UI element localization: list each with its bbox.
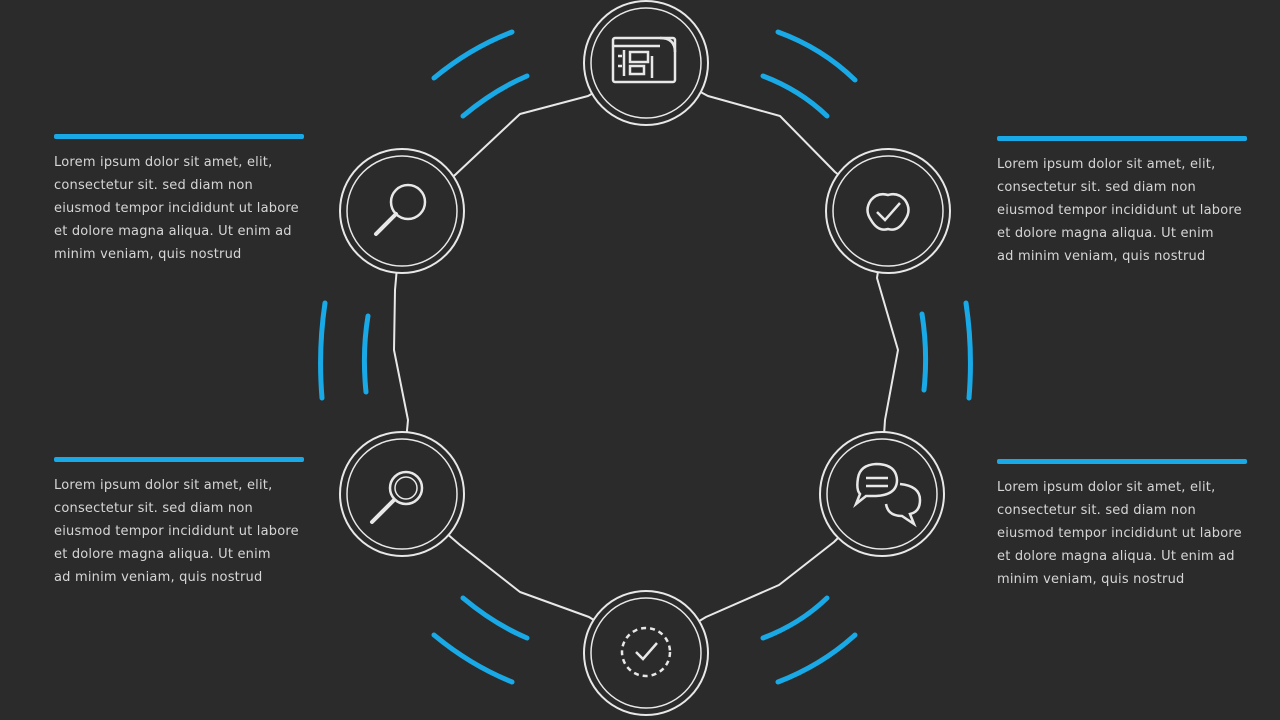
description-line: et dolore magna aliqua. Ut enim: [54, 547, 271, 562]
arc-top-left-outer: [431, 29, 515, 81]
blueprint-icon: [611, 36, 677, 84]
arc-bottom-right-inner: [760, 595, 830, 641]
arc-top-right-outer: [775, 29, 858, 83]
text-block-top-right: Lorem ipsum dolor sit amet, elit, consec…: [997, 136, 1247, 268]
node-upper-left: [339, 148, 465, 274]
arc-left-outer: [318, 300, 328, 401]
description-line: consectetur sit. sed diam non: [54, 178, 253, 193]
description-line: Lorem ipsum dolor sit amet, elit,: [54, 478, 273, 493]
description-line: minim veniam, quis nostrud: [54, 247, 242, 262]
description-line: consectetur sit. sed diam non: [997, 180, 1196, 195]
description-line: eiusmod tempor incididunt ut labore: [997, 526, 1242, 541]
magnifier-icon: [374, 183, 427, 236]
node-lower-left: [339, 431, 465, 557]
description-line: eiusmod tempor incididunt ut labore: [997, 203, 1242, 218]
description-line: Lorem ipsum dolor sit amet, elit,: [54, 155, 273, 170]
node-bottom: [583, 590, 709, 716]
arc-bottom-left-outer: [431, 632, 515, 685]
node-top: [583, 0, 709, 126]
accent-bar: [54, 457, 304, 462]
description-line: et dolore magna aliqua. Ut enim ad: [54, 224, 292, 239]
arc-bottom-right-outer: [775, 632, 858, 685]
arc-right-inner: [919, 311, 929, 393]
description: Lorem ipsum dolor sit amet, elit, consec…: [54, 474, 304, 589]
text-block-bottom-right: Lorem ipsum dolor sit amet, elit, consec…: [997, 459, 1247, 591]
description-line: et dolore magna aliqua. Ut enim: [997, 226, 1214, 241]
description-line: eiusmod tempor incididunt ut labore: [54, 201, 299, 216]
dashed-check-circle-icon: [620, 626, 672, 678]
description-line: consectetur sit. sed diam non: [997, 503, 1196, 518]
text-block-bottom-left: Lorem ipsum dolor sit amet, elit, consec…: [54, 457, 304, 589]
accent-bar: [997, 459, 1247, 464]
connector-path: [393, 62, 899, 654]
checkmark-badge-icon: [866, 192, 910, 231]
text-block-top-left: Lorem ipsum dolor sit amet, elit, consec…: [54, 134, 304, 266]
node-upper-right: [825, 148, 951, 274]
description: Lorem ipsum dolor sit amet, elit, consec…: [997, 476, 1247, 591]
node-lower-right: [819, 431, 945, 557]
description-line: consectetur sit. sed diam non: [54, 501, 253, 516]
description-line: eiusmod tempor incididunt ut labore: [54, 524, 299, 539]
accent-bar: [54, 134, 304, 139]
description-line: ad minim veniam, quis nostrud: [54, 570, 263, 585]
description-line: ad minim veniam, quis nostrud: [997, 249, 1206, 264]
chat-bubbles-icon: [853, 462, 922, 528]
arc-top-right-inner: [760, 73, 830, 119]
description-line: et dolore magna aliqua. Ut enim ad: [997, 549, 1235, 564]
arc-top-left-inner: [460, 73, 530, 119]
accent-bar: [997, 136, 1247, 141]
arc-bottom-left-inner: [460, 595, 530, 641]
description-line: Lorem ipsum dolor sit amet, elit,: [997, 480, 1216, 495]
description: Lorem ipsum dolor sit amet, elit, consec…: [54, 151, 304, 266]
arc-left-inner: [361, 313, 371, 395]
accent-arcs: [318, 29, 973, 685]
arc-right-outer: [963, 300, 973, 401]
description-line: Lorem ipsum dolor sit amet, elit,: [997, 157, 1216, 172]
magnifier-icon: [370, 470, 424, 524]
description-line: minim veniam, quis nostrud: [997, 572, 1185, 587]
description: Lorem ipsum dolor sit amet, elit, consec…: [997, 153, 1247, 268]
